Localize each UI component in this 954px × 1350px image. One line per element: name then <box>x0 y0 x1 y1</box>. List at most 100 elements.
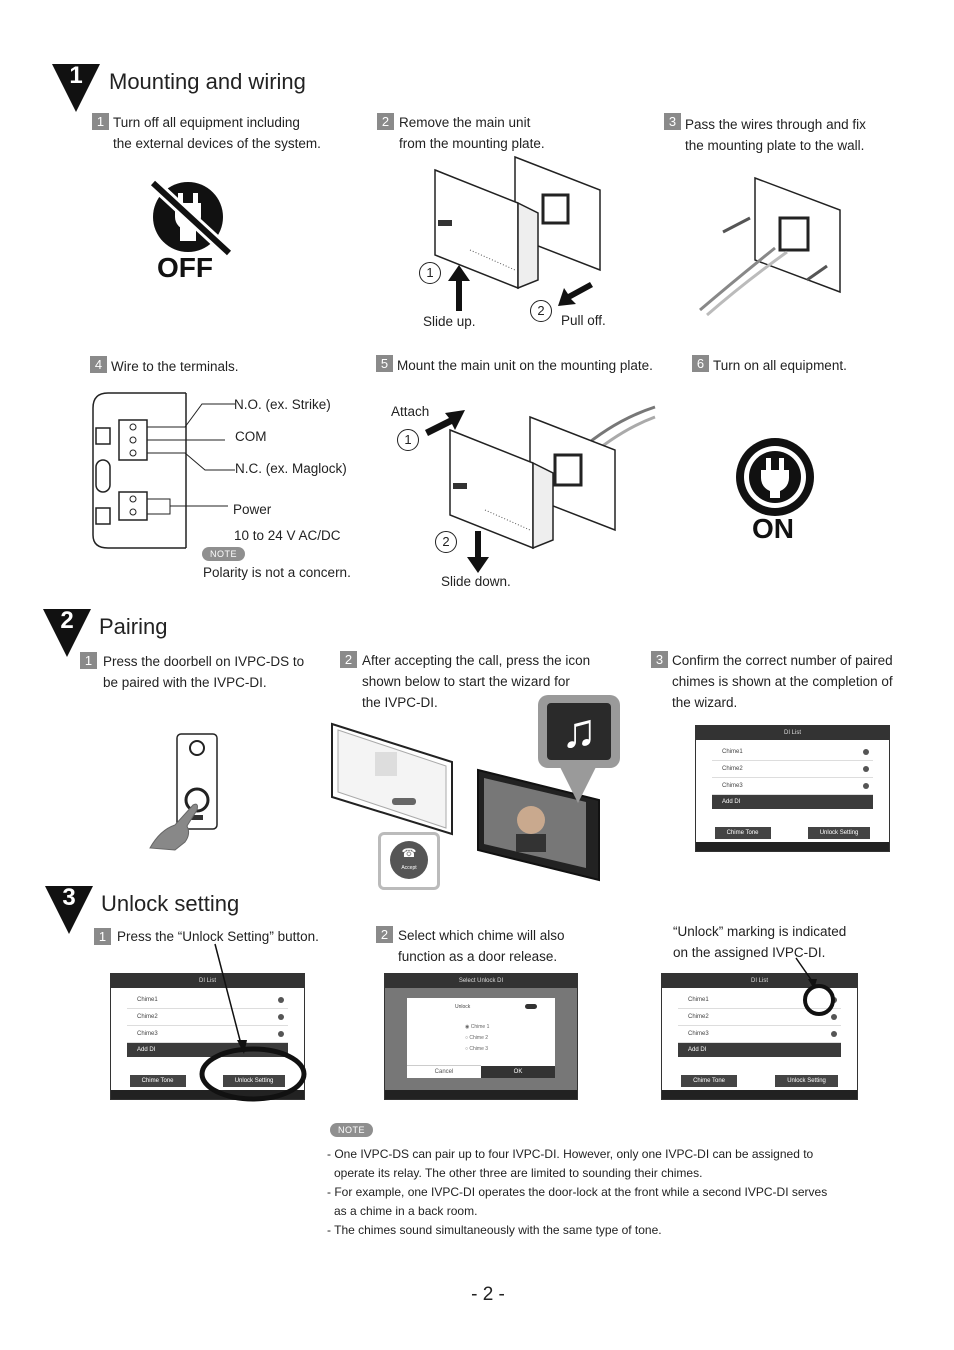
power-off-icon <box>148 178 234 258</box>
chime-status-icon <box>863 783 869 789</box>
chime-row[interactable]: Chime2 <box>712 761 873 778</box>
section-1-marker <box>52 64 100 112</box>
doorbell-illustration <box>149 733 218 851</box>
step-text: Wire to the terminals. <box>111 359 239 374</box>
di-list-screen: DI List Chime1 Chime2 Chime3 Add DI Chim… <box>661 973 858 1100</box>
attach-arrow <box>425 410 465 436</box>
section-3-marker <box>45 886 93 934</box>
mounting-plate-illustration <box>699 176 841 317</box>
chime-row[interactable]: Chime3 <box>678 1026 841 1043</box>
attach-label: Attach <box>391 404 430 419</box>
chime-radio-option[interactable]: ○ Chime 3 <box>465 1046 489 1052</box>
step-text: Confirm the correct number of paired chi… <box>672 653 893 710</box>
power-on-icon <box>736 438 814 516</box>
music-callout-pointer <box>560 767 596 803</box>
step-badge: 2 <box>376 926 393 943</box>
on-label: ON <box>752 513 794 544</box>
chime-row[interactable]: Chime3 <box>712 778 873 795</box>
pull-off-label: Pull off. <box>561 313 606 328</box>
music-icon[interactable]: ♫ <box>547 703 611 760</box>
chime-status-icon <box>278 1014 284 1020</box>
chime-row[interactable]: Chime2 <box>678 1009 841 1026</box>
step-circle: 1 <box>397 429 419 451</box>
chime-status-icon <box>278 1031 284 1037</box>
unlock-mark-highlight <box>795 957 835 1016</box>
step-badge: 3 <box>664 113 681 130</box>
terminal-com-label: COM <box>235 429 267 444</box>
slide-up-arrow <box>448 265 470 311</box>
screen-title-bar: DI List <box>696 726 889 740</box>
phone-icon: ☎ <box>401 846 417 860</box>
unlock-toggle[interactable] <box>525 1004 537 1009</box>
page-number: - 2 - <box>471 1284 505 1305</box>
screen-title-bar: DI List <box>662 974 857 988</box>
screen-title-bar: DI List <box>111 974 304 988</box>
marking-text: “Unlock” marking is indicated on the ass… <box>673 924 847 960</box>
section-2-title: Pairing <box>99 614 168 639</box>
unlock-setting-button[interactable]: Unlock Setting <box>775 1075 838 1087</box>
slide-up-label: Slide up. <box>423 314 476 329</box>
remove-unit-illustration <box>434 155 601 290</box>
step-badge: 4 <box>90 356 107 373</box>
nav-bar <box>111 1090 304 1099</box>
select-dialog: Unlock ◉ Chime 1 ○ Chime 2 ○ Chime 3 Can… <box>407 998 555 1078</box>
step-badge: 2 <box>377 113 394 130</box>
terminal-block-illustration <box>92 392 235 549</box>
section-3-number: 3 <box>62 884 76 911</box>
off-label: OFF <box>157 252 213 283</box>
chime-tone-button[interactable]: Chime Tone <box>129 1075 186 1087</box>
step-badge: 1 <box>80 652 97 669</box>
step-badge: 1 <box>94 928 111 945</box>
cancel-button[interactable]: Cancel <box>407 1065 481 1078</box>
pull-off-arrow <box>558 282 593 306</box>
step-badge: 3 <box>651 651 668 668</box>
note-list: - One IVPC-DS can pair up to four IVPC-D… <box>327 1145 887 1240</box>
step-text: Turn on all equipment. <box>713 358 847 373</box>
add-di-row[interactable]: Add DI <box>678 1043 841 1057</box>
chime-row[interactable]: Chime2 <box>127 1009 288 1026</box>
chime-status-icon <box>831 1031 837 1037</box>
select-unlock-screen: Select Unlock DI Unlock ◉ Chime 1 ○ Chim… <box>384 973 578 1100</box>
accept-button[interactable]: ☎ Accept <box>390 841 428 879</box>
unlock-setting-button[interactable]: Unlock Setting <box>807 827 871 839</box>
mount-unit-illustration <box>449 405 656 550</box>
step-text: Remove the main unit from the mounting p… <box>399 115 545 151</box>
add-di-row[interactable]: Add DI <box>127 1043 288 1057</box>
step-circle: 2 <box>435 531 457 553</box>
add-di-row[interactable]: Add DI <box>712 795 873 809</box>
step-text: Press the “Unlock Setting” button. <box>117 929 319 944</box>
chime-radio-option[interactable]: ◉ Chime 1 <box>465 1024 490 1030</box>
monitor-call-illustration <box>331 722 453 836</box>
chime-radio-option[interactable]: ○ Chime 2 <box>465 1035 489 1041</box>
step-text: Select which chime will also function as… <box>398 928 565 964</box>
note-item: - One IVPC-DS can pair up to four IVPC-D… <box>327 1147 814 1161</box>
note-item: - The chimes sound simultaneously with t… <box>327 1223 662 1237</box>
nav-bar <box>696 842 889 851</box>
ok-button[interactable]: OK <box>481 1066 555 1078</box>
polarity-note: Polarity is not a concern. <box>203 565 351 580</box>
step-text: Pass the wires through and fix the mount… <box>685 117 866 153</box>
chime-tone-button[interactable]: Chime Tone <box>714 827 771 839</box>
section-1-title: Mounting and wiring <box>109 69 306 94</box>
unlock-setting-highlight <box>199 943 307 1102</box>
step-badge: 2 <box>340 651 357 668</box>
unlock-setting-button[interactable]: Unlock Setting <box>222 1075 286 1087</box>
note-badge: NOTE <box>202 547 246 561</box>
step-circle: 2 <box>530 300 552 322</box>
di-list-screen: DI List Chime1 Chime2 Chime3 Add DI Chim… <box>110 973 305 1100</box>
section-3-title: Unlock setting <box>101 891 240 916</box>
section-1-number: 1 <box>69 62 83 89</box>
chime-row[interactable]: Chime1 <box>712 744 873 761</box>
note-item: as a chime in a back room. <box>334 1204 478 1218</box>
step-badge: 1 <box>92 113 109 130</box>
chime-status-icon <box>863 749 869 755</box>
note-badge: NOTE <box>330 1123 374 1137</box>
chime-row[interactable]: Chime1 <box>127 992 288 1009</box>
section-2-marker <box>43 609 91 657</box>
terminal-power-label: Power <box>233 502 272 517</box>
step-circle: 1 <box>419 262 441 284</box>
chime-tone-button[interactable]: Chime Tone <box>681 1075 738 1087</box>
chime-row[interactable]: Chime3 <box>127 1026 288 1043</box>
terminal-no-label: N.O. (ex. Strike) <box>234 397 331 412</box>
step-badge: 5 <box>376 355 393 372</box>
